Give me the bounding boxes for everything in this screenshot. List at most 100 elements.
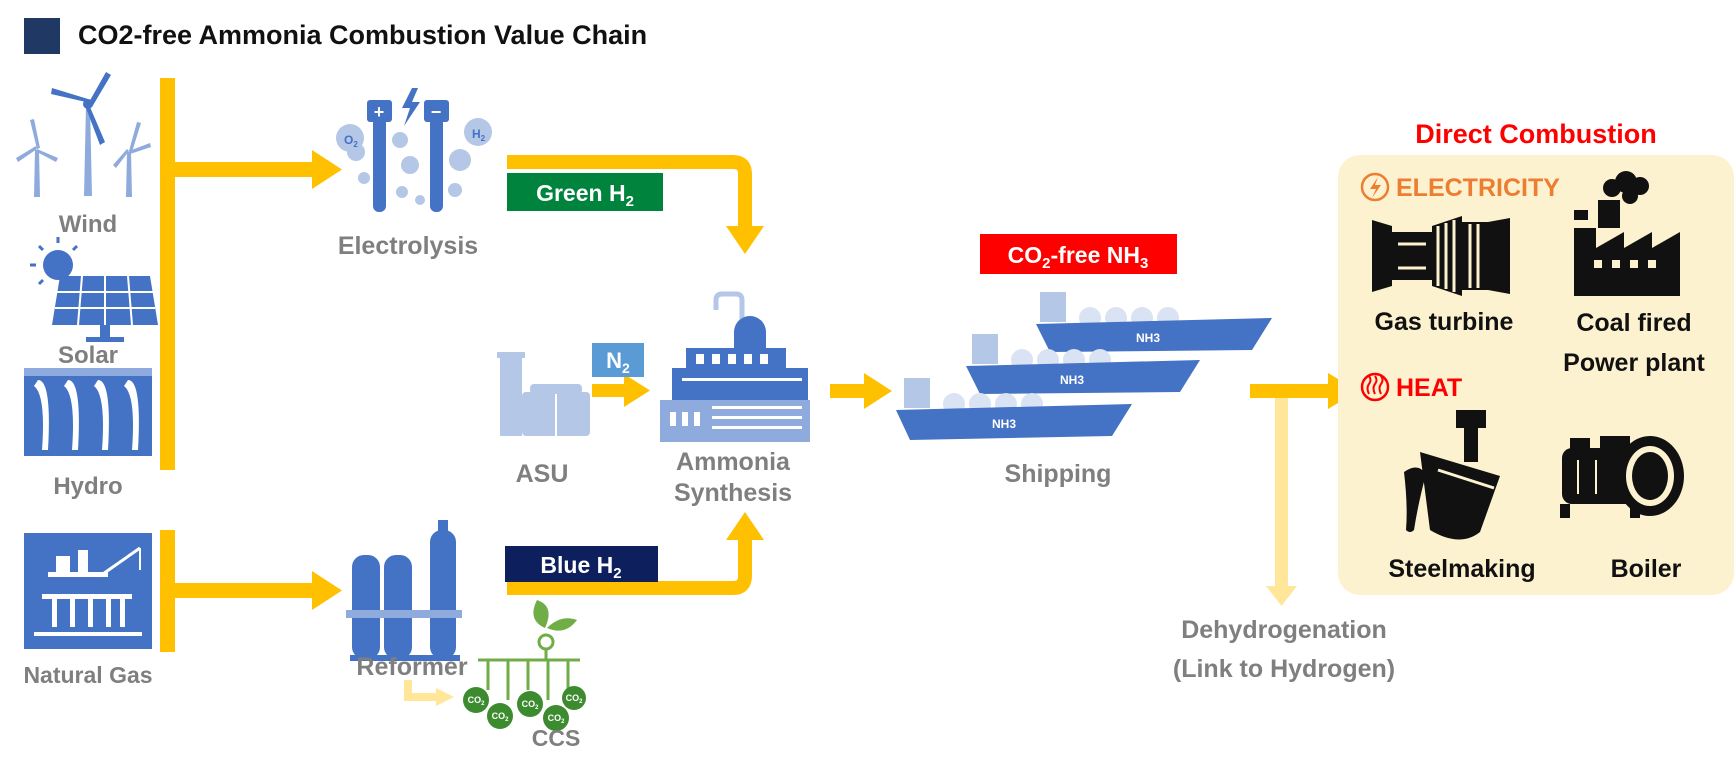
ship-front: NH3 bbox=[896, 378, 1132, 440]
ship-back-label: NH3 bbox=[1136, 331, 1160, 345]
co2-bubble-5-base: CO bbox=[566, 693, 580, 703]
blue-h2-tag-text: Blue H2 bbox=[540, 552, 621, 582]
steelmaking-ladle-icon bbox=[1404, 410, 1500, 540]
co2-free-nh3-part1: CO bbox=[1008, 242, 1043, 268]
co2-bubble-3: CO2 bbox=[522, 699, 540, 711]
hydro-label: Hydro bbox=[53, 473, 122, 500]
reformer-icon bbox=[346, 520, 462, 661]
asu-label: ASU bbox=[516, 460, 569, 488]
co2-bubble-5: CO2 bbox=[566, 693, 584, 705]
electricity-label: ELECTRICITY bbox=[1396, 174, 1560, 202]
co2-bubble-4-base: CO bbox=[548, 713, 562, 723]
hydro-dam-icon bbox=[24, 368, 152, 456]
gas-turbine-icon bbox=[1372, 216, 1510, 296]
ccs-label: CCS bbox=[532, 725, 581, 751]
ccs-icon: CO2 CO2 CO2 CO2 CO2 bbox=[463, 600, 586, 731]
co2-bubble-2-base: CO bbox=[492, 711, 506, 721]
electrolysis-icon-text: + − O2 H2 bbox=[344, 102, 486, 149]
h2-bubble-label: H2 bbox=[472, 127, 486, 143]
co2-bubble-1-sub: 2 bbox=[481, 701, 485, 707]
gas-bus-bar bbox=[160, 530, 175, 652]
green-h2-tag bbox=[507, 173, 663, 211]
co2-bubble-1: CO2 bbox=[468, 695, 486, 707]
direct-combustion-header: Direct Combustion bbox=[1415, 119, 1657, 149]
gas-to-reformer-head bbox=[312, 571, 342, 610]
co2-free-nh3-tag-text: CO2-free NH3 bbox=[1008, 242, 1149, 272]
n2-arrow-shaft bbox=[592, 384, 626, 397]
ship-back: NH3 bbox=[1036, 292, 1272, 352]
co2-bubbles: CO2 CO2 CO2 CO2 CO2 bbox=[468, 693, 584, 725]
ammonia-synthesis-label-1: Ammonia bbox=[676, 448, 791, 476]
ship-middle-label: NH3 bbox=[1060, 373, 1084, 387]
natural-gas-label: Natural Gas bbox=[23, 662, 152, 688]
coal-fired-label-1: Coal fired bbox=[1576, 309, 1691, 337]
renewable-bus-bar bbox=[160, 78, 175, 470]
blue-h2-base: Blue H bbox=[540, 552, 613, 578]
reformer-to-ccs-path bbox=[404, 680, 440, 701]
heat-icon bbox=[1360, 372, 1390, 402]
boiler-label: Boiler bbox=[1611, 555, 1682, 583]
o2-bubble-sub: 2 bbox=[353, 140, 358, 149]
solar-panel-icon bbox=[30, 237, 158, 342]
blue-h2-path bbox=[507, 538, 752, 595]
green-h2-head bbox=[726, 226, 764, 254]
n2-arrow-head bbox=[624, 374, 650, 407]
heat-label: HEAT bbox=[1396, 374, 1462, 402]
blue-h2-tag bbox=[505, 546, 658, 582]
solar-label: Solar bbox=[58, 342, 118, 369]
n2-base: N bbox=[606, 348, 622, 373]
green-h2-sub: 2 bbox=[626, 193, 634, 210]
shipping-to-combustion-shaft bbox=[1250, 384, 1330, 398]
green-h2-path bbox=[507, 155, 752, 228]
blue-h2-head bbox=[726, 512, 764, 540]
shipping-label: Shipping bbox=[1005, 460, 1112, 488]
co2-bubble-3-sub: 2 bbox=[535, 705, 539, 711]
renewable-to-electrolysis-shaft bbox=[175, 162, 315, 177]
green-h2-base: Green H bbox=[536, 180, 625, 206]
ammonia-plant-icon bbox=[660, 291, 810, 442]
ammonia-synthesis-label-2: Synthesis bbox=[674, 479, 792, 507]
wind-turbines-icon bbox=[16, 72, 151, 197]
blue-h2-sub: 2 bbox=[613, 565, 621, 582]
electrolysis-label: Electrolysis bbox=[338, 232, 478, 260]
plus-sign: + bbox=[374, 102, 385, 122]
minus-sign: − bbox=[431, 102, 442, 122]
green-h2-tag-text: Green H2 bbox=[536, 180, 634, 210]
co2-bubble-4: CO2 bbox=[548, 713, 566, 725]
co2-bubble-4-sub: 2 bbox=[561, 719, 565, 725]
asu-icon bbox=[497, 352, 590, 436]
co2-bubble-3-base: CO bbox=[522, 699, 536, 709]
n2-tag bbox=[592, 343, 644, 377]
gas-turbine-label: Gas turbine bbox=[1375, 308, 1514, 336]
o2-bubble-label: O2 bbox=[344, 133, 358, 149]
co2-free-nh3-part2-sub: 3 bbox=[1140, 255, 1148, 272]
dehydrogenation-label-2: (Link to Hydrogen) bbox=[1173, 655, 1395, 683]
flow-arrows bbox=[160, 78, 1358, 706]
co2-free-nh3-part2: -free NH bbox=[1051, 242, 1140, 268]
dehydrogenation-shaft bbox=[1275, 398, 1288, 588]
o2-bubble-base: O bbox=[344, 133, 353, 147]
steelmaking-label: Steelmaking bbox=[1388, 555, 1535, 583]
reformer-label: Reformer bbox=[356, 653, 467, 681]
h2-bubble-base: H bbox=[472, 127, 481, 141]
coal-fired-label-2: Power plant bbox=[1563, 349, 1705, 377]
co2-bubble-1-base: CO bbox=[468, 695, 482, 705]
boiler-icon bbox=[1560, 436, 1684, 518]
co2-free-nh3-part1-sub: 2 bbox=[1042, 255, 1050, 272]
n2-tag-text: N2 bbox=[606, 348, 630, 376]
page-title: CO2-free Ammonia Combustion Value Chain bbox=[78, 20, 647, 50]
co2-bubble-2: CO2 bbox=[492, 711, 510, 723]
electrolysis-icon bbox=[336, 88, 492, 212]
gas-to-reformer-shaft bbox=[175, 583, 315, 598]
reformer-to-ccs-head bbox=[436, 688, 454, 706]
dehydrogenation-label-1: Dehydrogenation bbox=[1181, 616, 1387, 644]
dehydrogenation-head bbox=[1266, 586, 1297, 606]
ship-front-label: NH3 bbox=[992, 417, 1016, 431]
offshore-platform-icon bbox=[24, 533, 152, 649]
wind-label: Wind bbox=[59, 211, 117, 238]
co2-bubble-2-sub: 2 bbox=[505, 717, 509, 723]
electricity-icon bbox=[1360, 172, 1390, 202]
ship-middle: NH3 bbox=[966, 334, 1200, 394]
synthesis-to-shipping-shaft bbox=[830, 384, 866, 398]
